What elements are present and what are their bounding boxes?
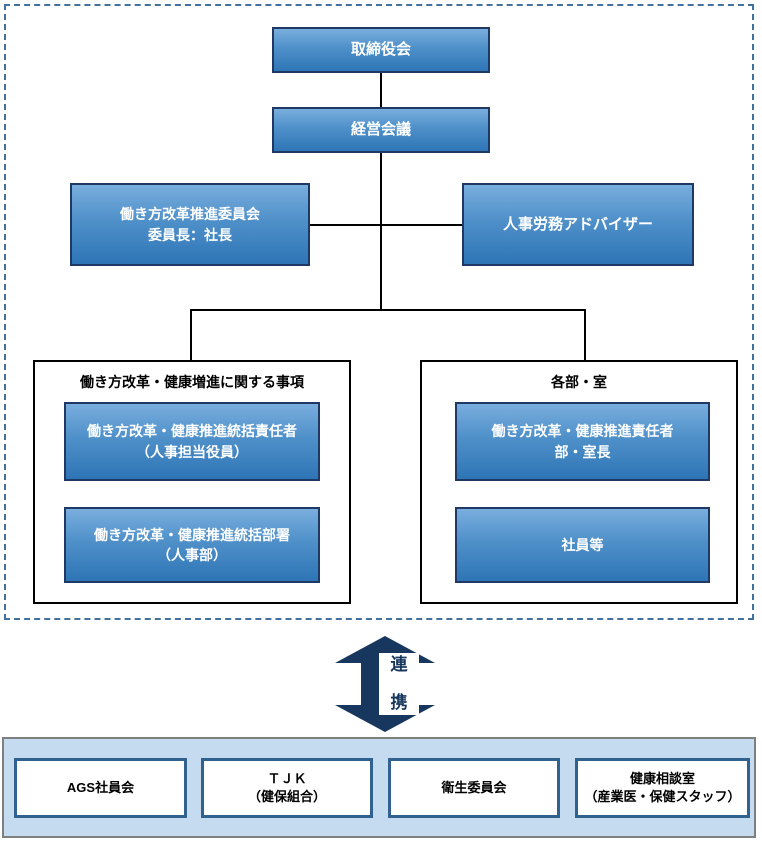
board-of-directors-label: 取締役会 [350, 41, 411, 59]
cooperation-label: 連 携 [379, 653, 419, 715]
health-consultation-room-label-line1: 健康相談室 [629, 770, 695, 786]
reform-committee-node: 働き方改革推進委員会 委員長：社長 [70, 183, 310, 266]
health-committee-label: 衛生委員会 [441, 779, 507, 795]
health-consultation-room-box: 健康相談室 （産業医・保健スタッフ） [575, 758, 750, 818]
reform-committee-label-line1: 働き方改革推進委員会 [120, 206, 260, 223]
external-organizations-band: AGS社員会 ＴＪＫ （健保組合） 衛生委員会 健康相談室 （産業医・保健スタッ… [2, 737, 756, 838]
cooperation-label-char1: 連 [390, 655, 408, 674]
board-of-directors-node: 取締役会 [272, 27, 490, 73]
management-meeting-label: 経営会議 [350, 121, 411, 139]
hr-labor-advisor-label: 人事労務アドバイザー [502, 215, 653, 233]
connector-committee-advisor [308, 224, 464, 226]
ags-employee-association-label: AGS社員会 [66, 779, 135, 795]
employees-label: 社員等 [561, 536, 604, 553]
tjk-label-line2: （健保組合） [247, 789, 326, 804]
supervising-department-label-line1: 働き方改革・健康推進統括部署 [94, 526, 290, 543]
right-group-title: 各部・室 [551, 374, 607, 390]
cooperation-label-char2: 携 [390, 692, 408, 712]
supervising-department-label-line2: （人事部） [157, 547, 227, 563]
promotion-manager-label-line2: 部・室長 [554, 443, 611, 460]
health-committee-box: 衛生委員会 [388, 758, 560, 818]
health-consultation-room-label-line2: （産業医・保健スタッフ） [584, 789, 741, 804]
tjk-label-line1: ＴＪＫ [267, 770, 307, 786]
employees-node: 社員等 [455, 507, 710, 583]
cooperation-arrow: 連 携 [333, 636, 437, 732]
supervising-manager-label-line2: （人事担当役員） [136, 443, 248, 460]
promotion-manager-node: 働き方改革・健康推進責任者 部・室長 [455, 402, 710, 481]
left-group-title: 働き方改革・健康増進に関する事項 [80, 374, 304, 390]
connector-board-management [380, 73, 382, 107]
internal-structure-frame [4, 4, 754, 620]
reform-committee-label-line2: 委員長：社長 [148, 226, 232, 243]
management-meeting-node: 経営会議 [272, 107, 490, 153]
connector-split-horizontal [190, 309, 586, 311]
promotion-manager-label-line1: 働き方改革・健康推進責任者 [491, 423, 674, 440]
supervising-manager-label-line1: 働き方改革・健康推進統括責任者 [87, 423, 297, 440]
supervising-department-node: 働き方改革・健康推進統括部署 （人事部） [64, 507, 320, 583]
connector-right-group-drop [584, 309, 586, 360]
hr-labor-advisor-node: 人事労務アドバイザー [462, 183, 694, 266]
ags-employee-association-box: AGS社員会 [14, 758, 187, 818]
supervising-manager-node: 働き方改革・健康推進統括責任者 （人事担当役員） [64, 402, 320, 481]
connector-left-group-drop [190, 309, 192, 360]
tjk-health-insurance-box: ＴＪＫ （健保組合） [201, 758, 373, 818]
connector-management-down [380, 153, 382, 311]
